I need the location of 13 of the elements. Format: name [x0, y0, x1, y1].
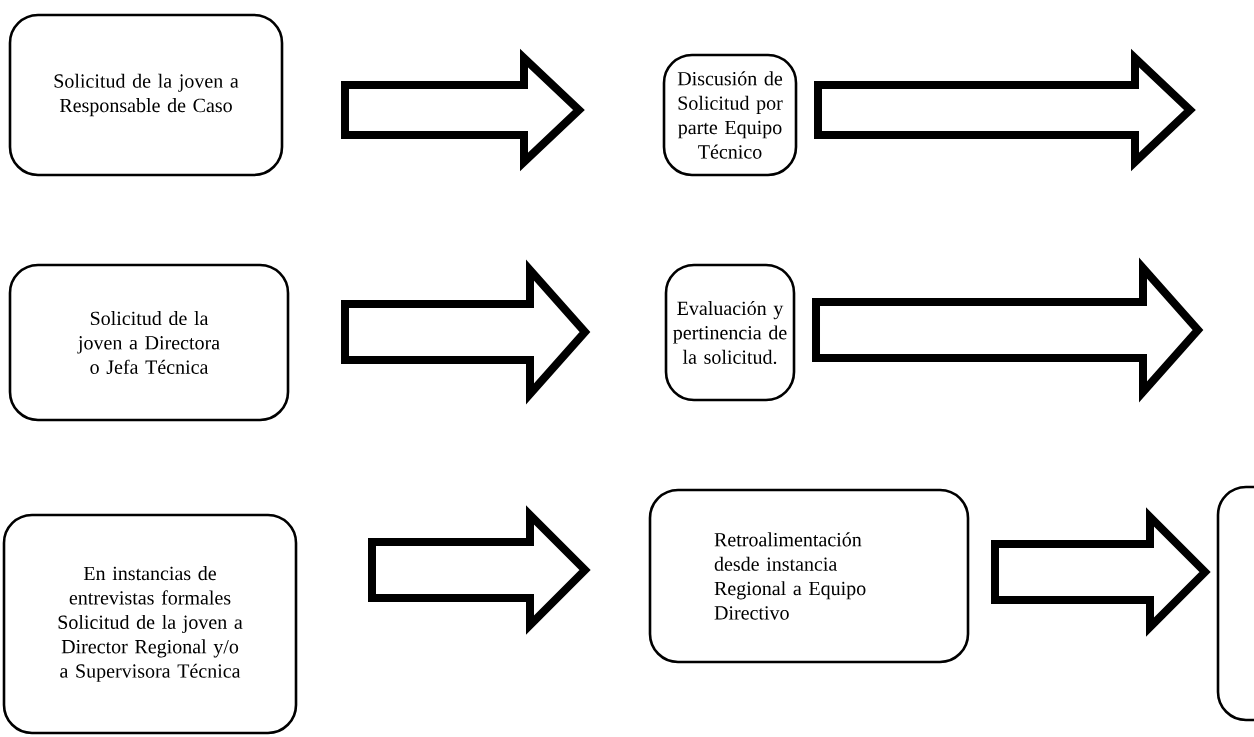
process-box: En instancias de entrevistas formales Solicitud de la joven a Director Regional y/o a Supervisora Técnica [2, 513, 298, 735]
block-arrow [341, 48, 585, 172]
block-arrow [368, 505, 591, 635]
process-box: Discusión de Solicitud por parte Equipo Técnico [662, 53, 798, 177]
block-arrow [812, 257, 1204, 403]
block-arrow [341, 259, 591, 405]
block-arrow [991, 507, 1211, 637]
empty-box [1216, 485, 1254, 722]
block-arrow [814, 48, 1196, 172]
process-box: Evaluación y pertinencia de la solicitud. [664, 263, 796, 402]
process-box: Solicitud de la joven a Responsable de Caso [8, 13, 284, 177]
process-box: Solicitud de la joven a Directora o Jefa Técnica [8, 263, 290, 422]
process-box: Retroalimentación desde instancia Regional a Equipo Directivo [648, 488, 970, 664]
